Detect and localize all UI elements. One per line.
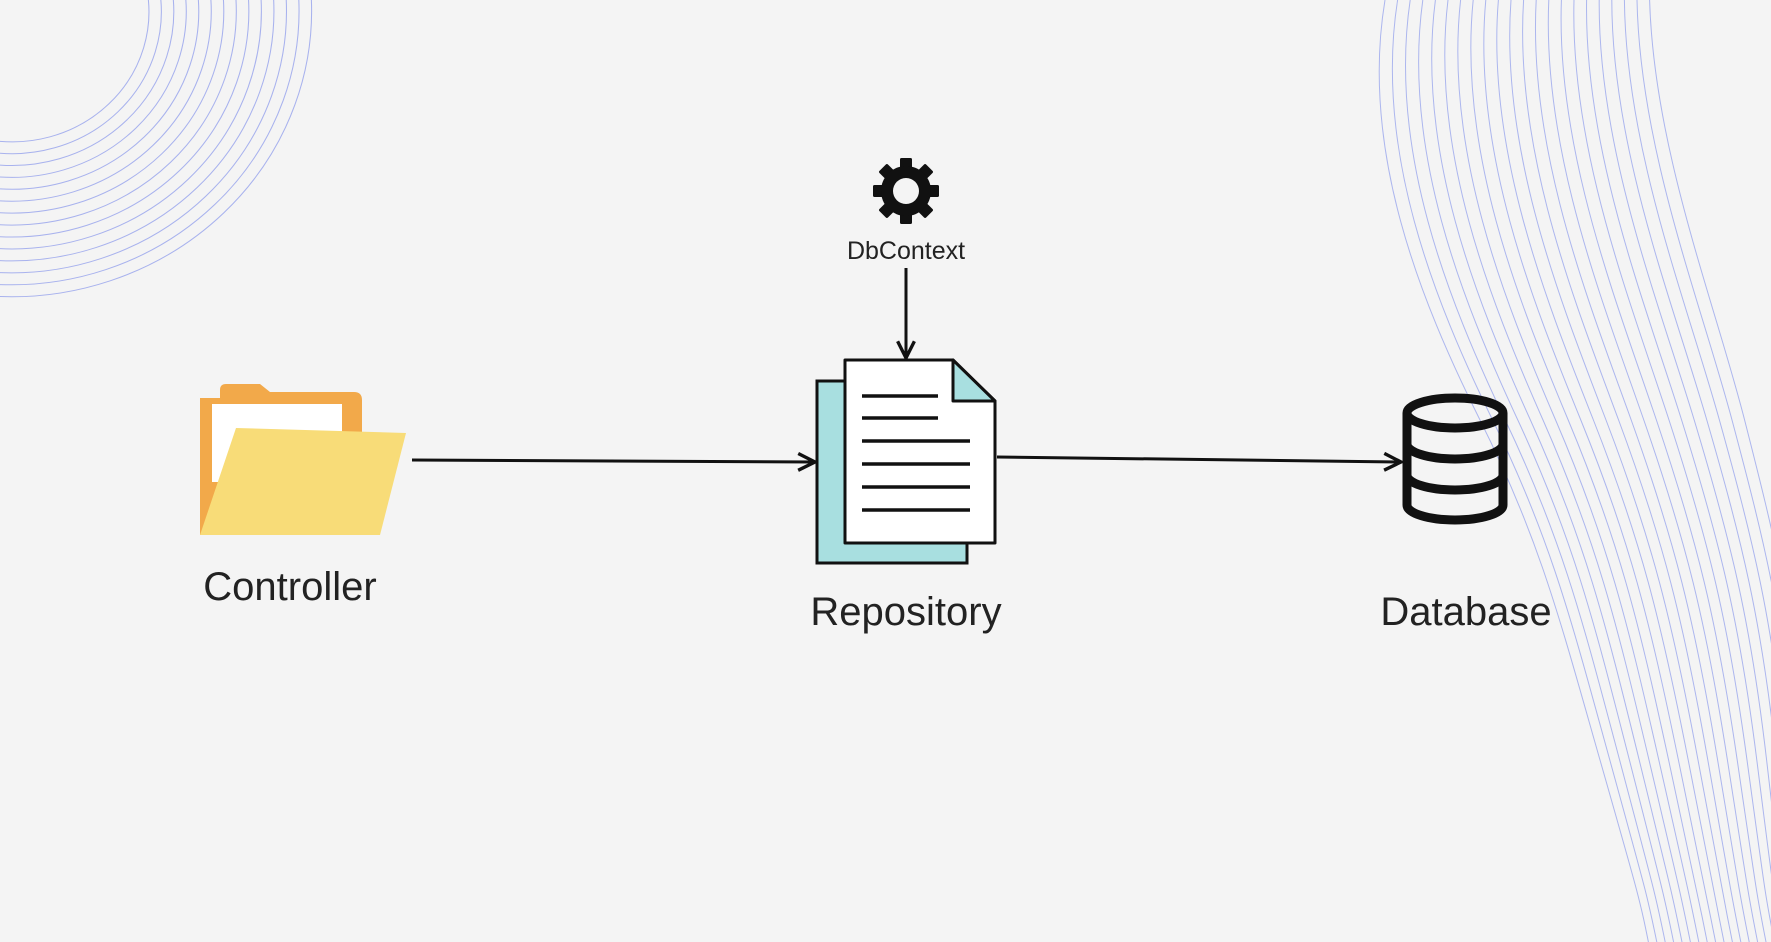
wave-line <box>1636 0 1771 583</box>
wave-line <box>1623 0 1771 644</box>
wave-line <box>1431 0 1683 942</box>
wave-line <box>0 0 313 298</box>
wave-line <box>1496 0 1725 942</box>
wave-line <box>1560 0 1767 942</box>
wave-line <box>0 0 250 238</box>
wave-line <box>0 0 187 178</box>
wave-line <box>1547 0 1759 942</box>
database-label: Database <box>1380 590 1552 634</box>
wave-line <box>0 0 175 167</box>
decorative-waves-right <box>1378 0 1771 942</box>
document-icon <box>815 358 997 565</box>
wave-line <box>0 0 212 202</box>
wave-line <box>0 0 162 155</box>
wave-line <box>1391 0 1658 942</box>
wave-line <box>1444 0 1691 942</box>
wave-line <box>1598 0 1771 803</box>
wave-line <box>1522 0 1742 942</box>
decorative-waves-top-left <box>0 0 313 298</box>
wave-line <box>0 0 262 250</box>
wave-line <box>1509 0 1733 942</box>
wave-line <box>0 0 237 226</box>
wave-line <box>1611 0 1771 718</box>
wave-line <box>1649 0 1771 530</box>
wave-line <box>0 0 287 274</box>
wave-line <box>1573 0 1771 928</box>
wave-line <box>1483 0 1717 942</box>
wave-line <box>1534 0 1750 942</box>
controller-label: Controller <box>203 565 377 609</box>
dbcontext-label: DbContext <box>846 237 966 265</box>
gear-icon <box>873 158 939 224</box>
wave-line <box>1586 0 1771 875</box>
repository-label: Repository <box>810 590 1002 634</box>
wave-line <box>0 0 200 190</box>
wave-line <box>0 0 225 214</box>
wave-line <box>0 0 275 262</box>
wave-line <box>1378 0 1649 942</box>
edge-controller-to-repository <box>411 460 815 462</box>
wave-line <box>0 0 150 143</box>
wave-line <box>1470 0 1708 942</box>
folder-icon <box>200 384 406 535</box>
wave-line <box>0 0 300 286</box>
wave-line <box>1457 0 1700 942</box>
edge-repository-to-database <box>996 457 1401 462</box>
wave-line <box>1404 0 1666 942</box>
database-icon <box>1402 393 1508 525</box>
wave-line <box>1418 0 1675 942</box>
